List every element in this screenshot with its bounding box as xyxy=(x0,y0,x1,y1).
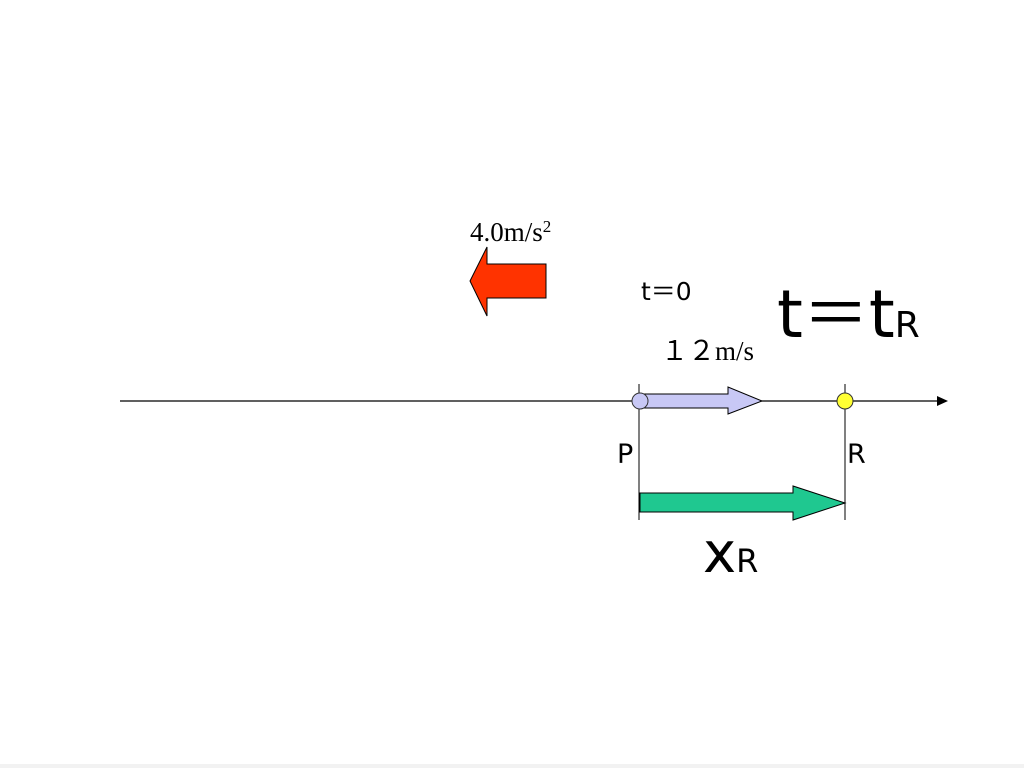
slide-bottom-edge xyxy=(0,764,1024,768)
initial-time-label: t＝0 xyxy=(641,277,692,306)
displacement-label: xR xyxy=(703,526,758,582)
initial-velocity-unit: m/s xyxy=(715,336,755,366)
displacement-subscript: R xyxy=(736,542,759,580)
arrival-time-main: t＝t xyxy=(777,276,895,353)
axis-arrowhead xyxy=(937,396,948,406)
acceleration-label: 4.0m/s2 xyxy=(470,218,551,246)
point-p-label: P xyxy=(617,439,634,470)
initial-velocity-label: １２m/s xyxy=(661,336,755,367)
arrival-time-label: t＝tR xyxy=(777,282,920,348)
point-r-marker xyxy=(836,392,854,410)
displacement-main: x xyxy=(703,521,737,586)
point-r-label: R xyxy=(847,439,866,470)
displacement-arrow xyxy=(639,485,847,521)
point-p-marker xyxy=(631,392,649,410)
acceleration-arrow xyxy=(469,246,547,317)
acceleration-value: 4.0m/s xyxy=(470,217,543,247)
initial-velocity-number: １２ xyxy=(661,336,715,367)
acceleration-exponent: 2 xyxy=(542,217,552,236)
arrival-time-subscript: R xyxy=(894,305,920,346)
velocity-arrow xyxy=(639,386,764,415)
